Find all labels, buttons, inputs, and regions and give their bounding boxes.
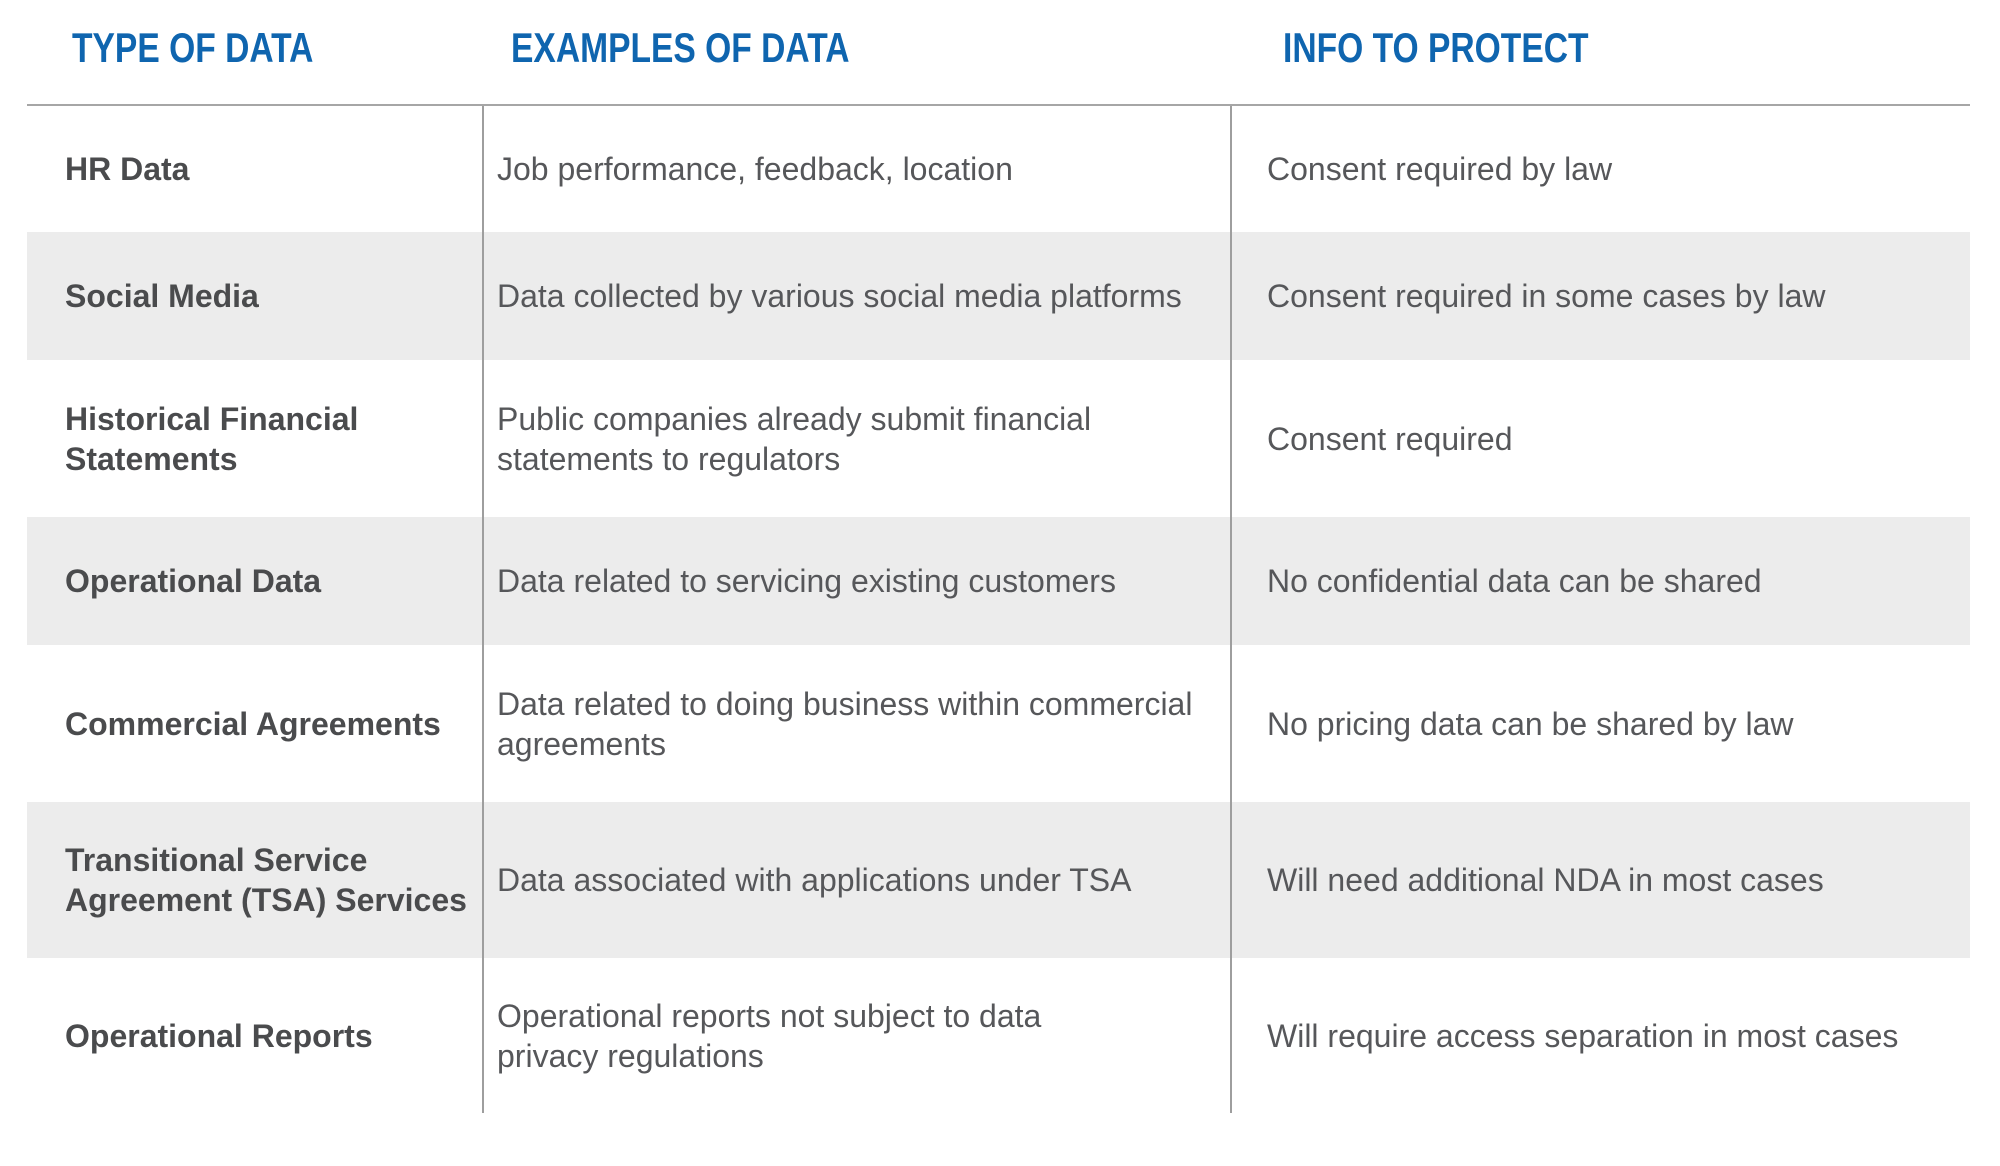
table-header-row: TYPE OF DATA EXAMPLES OF DATA INFO TO PR…: [27, 0, 1970, 106]
cell-type: Historical Financial Statements: [65, 400, 359, 477]
cell-type: Social Media: [65, 278, 259, 314]
cell-protect: Consent required: [1230, 360, 1970, 517]
table-row-social-media: Social Media Data collected by various s…: [27, 232, 1970, 360]
data-classification-table: TYPE OF DATA EXAMPLES OF DATA INFO TO PR…: [27, 0, 1970, 1113]
cell-protect: No pricing data can be shared by law: [1230, 645, 1970, 802]
cell-protect: Consent required in some cases by law: [1230, 232, 1970, 360]
cell-type: HR Data: [65, 151, 190, 187]
column-header-info-to-protect-label: INFO TO PROTECT: [1283, 24, 1589, 71]
cell-examples: Job performance, feedback, location: [482, 105, 1231, 232]
column-header-type-of-data: TYPE OF DATA: [27, 0, 483, 106]
cell-protect: Will need additional NDA in most cases: [1230, 802, 1970, 958]
column-header-type-of-data-label: TYPE OF DATA: [72, 24, 314, 71]
table-row-operational-reports: Operational Reports Operational reports …: [27, 958, 1970, 1113]
cell-examples: Data associated with applications under …: [482, 802, 1231, 958]
cell-type: Operational Data: [65, 563, 322, 599]
cell-examples: Public companies already submit financia…: [482, 360, 1231, 517]
column-header-info-to-protect: INFO TO PROTECT: [1231, 0, 1970, 106]
cell-type: Commercial Agreements: [65, 705, 441, 742]
cell-examples: Data related to servicing existing custo…: [482, 517, 1231, 645]
table-row-operational-data: Operational Data Data related to servici…: [27, 517, 1970, 645]
cell-examples: Data collected by various social media p…: [482, 232, 1231, 360]
cell-type: Transitional Service Agreement (TSA) Ser…: [65, 842, 467, 918]
cell-examples: Data related to doing business within co…: [482, 645, 1231, 802]
data-classification-table-container: TYPE OF DATA EXAMPLES OF DATA INFO TO PR…: [27, 0, 1970, 1113]
cell-type: Operational Reports: [65, 1017, 373, 1054]
column-header-examples-of-data-label: EXAMPLES OF DATA: [511, 24, 850, 71]
cell-examples: Operational reports not subject to data …: [482, 958, 1231, 1113]
table-row-commercial-agreements: Commercial Agreements Data related to do…: [27, 645, 1970, 802]
cell-protect: No confidential data can be shared: [1230, 517, 1970, 645]
cell-protect: Will require access separation in most c…: [1230, 958, 1970, 1113]
table-row-hr-data: HR Data Job performance, feedback, locat…: [27, 105, 1970, 232]
table-row-tsa-services: Transitional Service Agreement (TSA) Ser…: [27, 802, 1970, 958]
cell-protect: Consent required by law: [1230, 105, 1970, 232]
table-row-historical-financial-statements: Historical Financial Statements Public c…: [27, 360, 1970, 517]
column-header-examples-of-data: EXAMPLES OF DATA: [483, 0, 1231, 106]
